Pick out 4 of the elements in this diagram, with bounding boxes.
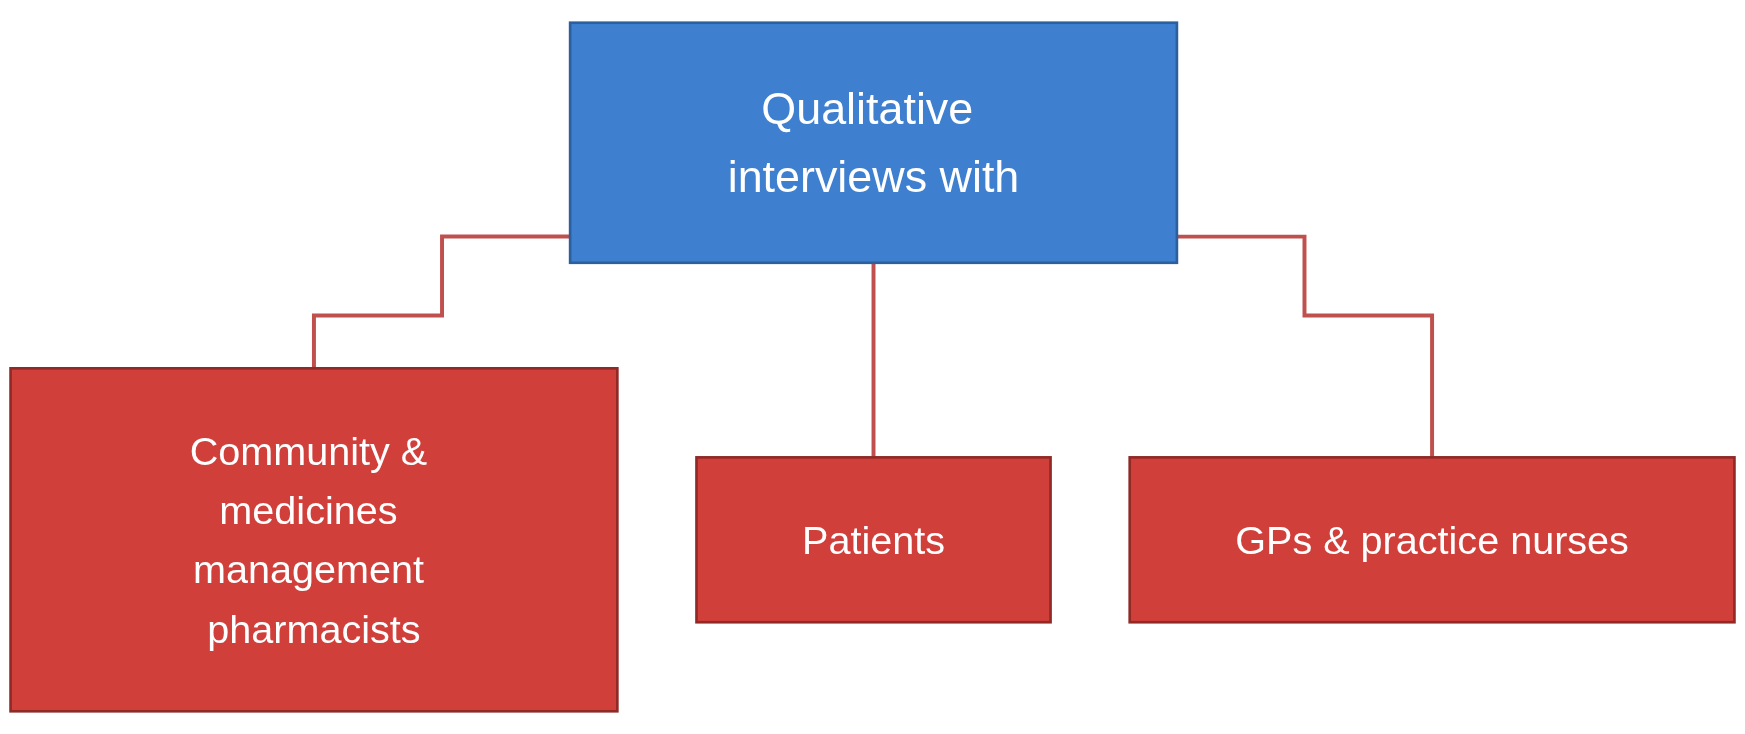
node-box: Qualitative interviews with [568,21,1179,265]
node-box: GPs & practice nurses [1128,456,1736,624]
node-box: Patients [695,456,1052,624]
node-box: Community & medicines management pharmacists [9,367,619,713]
